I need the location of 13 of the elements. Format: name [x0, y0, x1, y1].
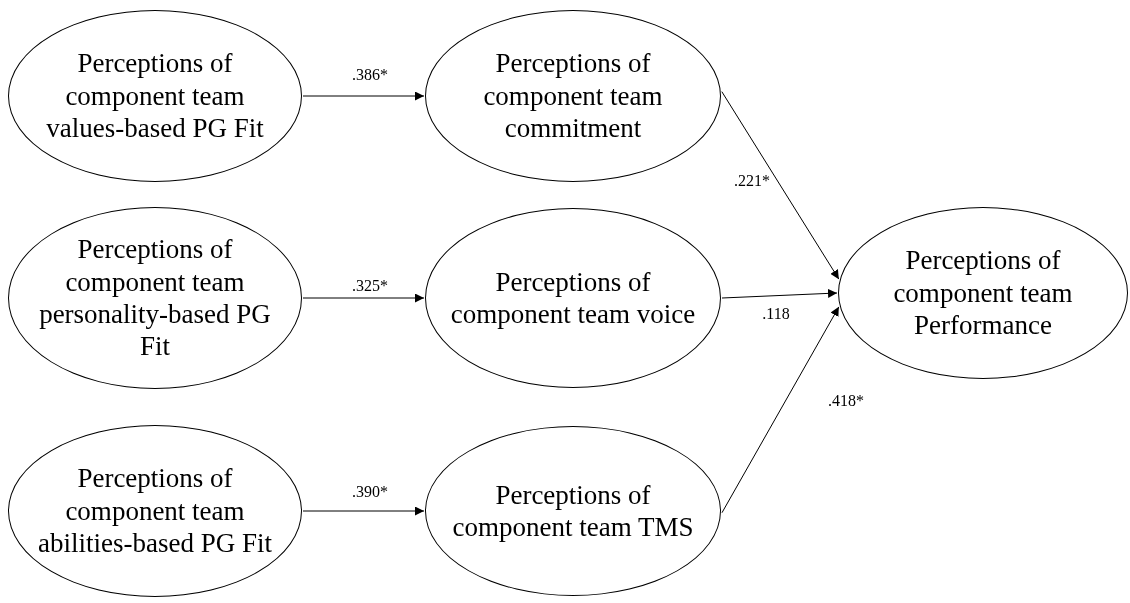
- construct-label: Perceptions of component team abilities-based PG Fit: [37, 462, 273, 560]
- construct-label: Perceptions of component team Performance: [892, 244, 1074, 342]
- construct-label: Perceptions of component team TMS: [451, 478, 695, 544]
- construct-label: Perceptions of component team values-based PG Fit: [45, 47, 265, 145]
- arrow: [721, 306, 840, 514]
- arrow: [302, 91, 425, 101]
- construct-label: Perceptions of component team commitment: [482, 47, 664, 145]
- arrow: [302, 506, 425, 516]
- arrow: [302, 293, 425, 303]
- construct-label: Perceptions of component team voice: [449, 265, 697, 331]
- construct-label: Perceptions of component team personality-based PG Fit: [39, 233, 271, 363]
- arrow: [721, 288, 838, 299]
- arrow: [721, 91, 840, 280]
